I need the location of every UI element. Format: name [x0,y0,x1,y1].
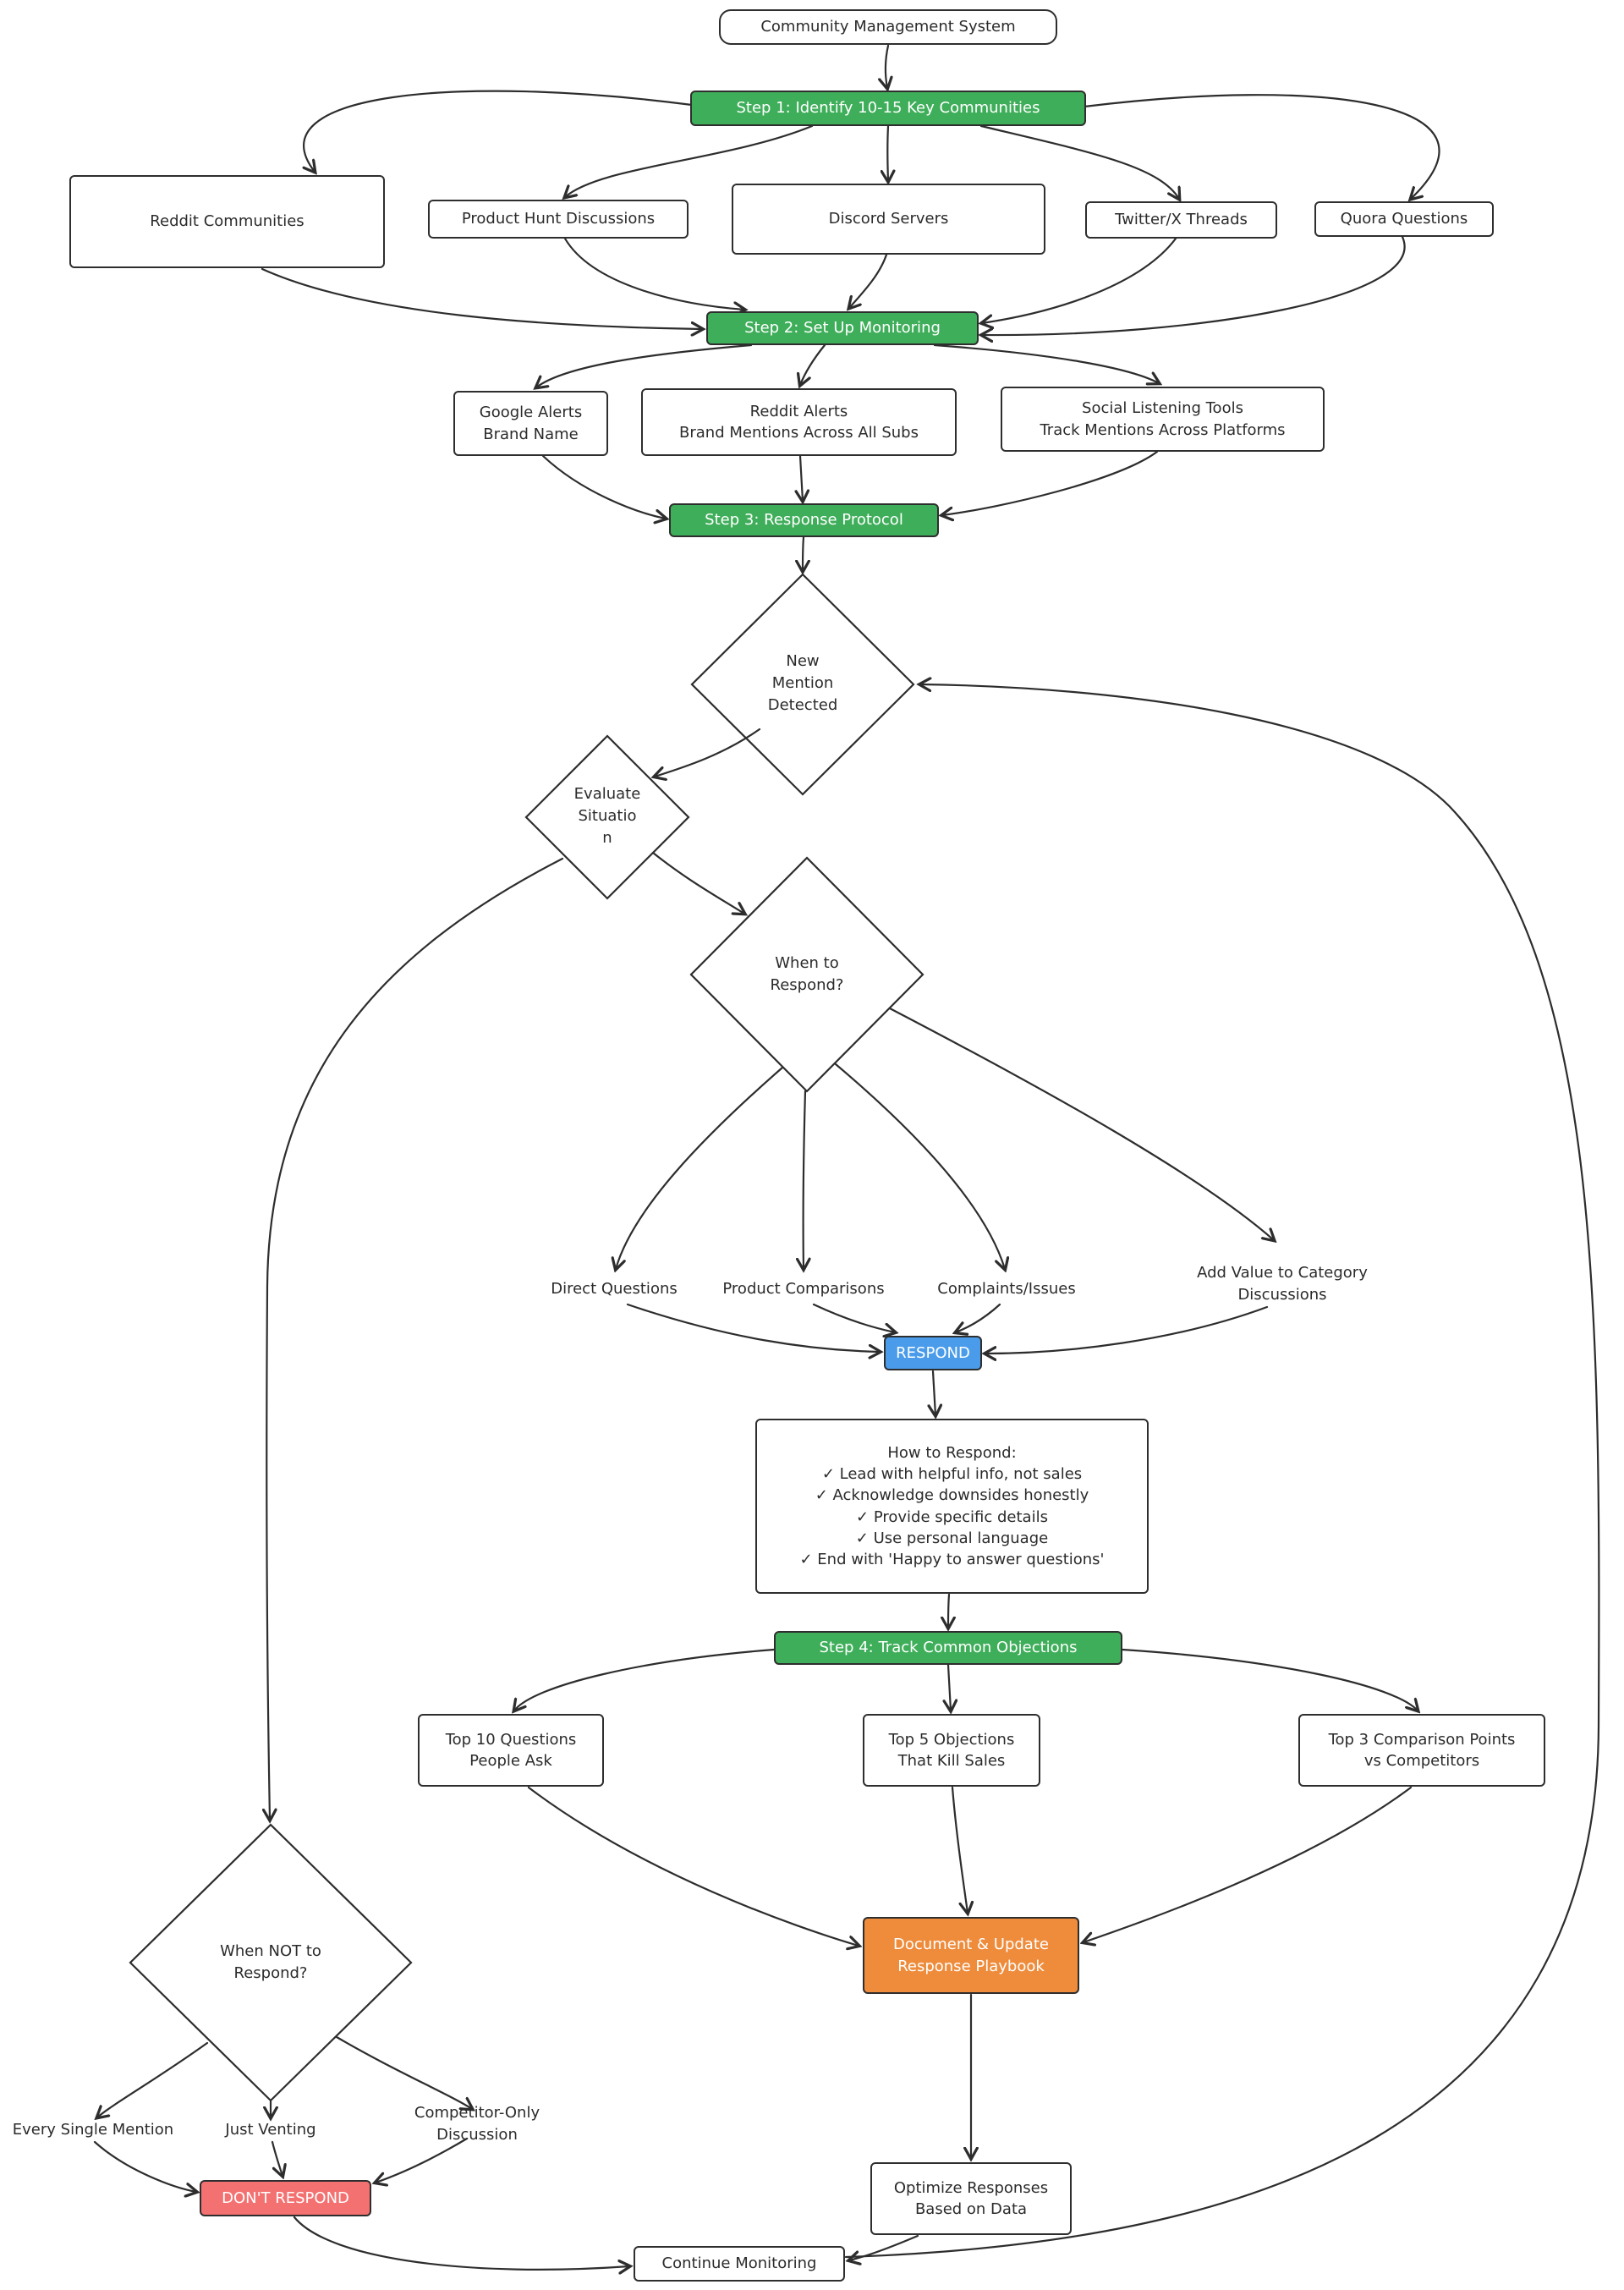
edge-step1-twitter [979,124,1179,199]
node-reddit-alerts: Reddit Alerts Brand Mentions Across All … [641,388,957,456]
edge-producthunt-step2 [563,237,744,310]
label-when-respond: When to Respond? [770,954,844,995]
edge-discord-step2 [849,253,888,308]
edge-title-step1 [886,44,888,88]
label-complaints: Complaints/Issues [937,1280,1076,1298]
node-twitter: Twitter/X Threads [1085,201,1277,239]
edge-step2-social [933,343,1159,383]
edge-reddit-step2 [261,267,702,329]
label-when-not: When NOT to Respond? [220,1942,321,1983]
edge-whenrespond-comparisons [804,1090,805,1269]
edge-respond-howto [933,1370,935,1415]
edge-redditalerts-step3 [800,454,803,501]
node-top10-questions: Top 10 Questions People Ask [418,1714,604,1787]
edge-whenrespond-addvalue [888,1007,1274,1240]
node-step2: Step 2: Set Up Monitoring [706,311,979,345]
edge-whennot-competitor [335,2035,472,2109]
how-to-title: How to Respond: [887,1443,1017,1462]
edge-venting-dontrespond [271,2140,283,2176]
how-to-item: ✓ Lead with helpful info, not sales [821,1465,1083,1484]
how-to-item: ✓ Acknowledge downsides honestly [815,1486,1089,1505]
edge-step1-discord [887,124,888,181]
edge-addvalue-respond [985,1305,1269,1354]
edge-competitor-dontrespond [376,2137,469,2183]
node-social-listening: Social Listening Tools Track Mentions Ac… [1001,387,1325,452]
edge-top3-playbook [1084,1786,1413,1942]
label-every-single-mention: Every Single Mention [12,2121,174,2139]
label-new-mention: New Mention Detected [767,652,838,715]
edge-step1-producthunt [565,124,814,197]
edge-twitter-step2 [982,237,1177,323]
label-evaluate: Evaluate Situatio n [573,785,641,848]
edge-top10-playbook [527,1786,859,1946]
edge-evaluate-whennot [266,857,564,1820]
how-to-item: ✓ End with 'Happy to answer questions' [799,1550,1105,1568]
node-step3: Step 3: Response Protocol [669,503,939,537]
edge-dontrespond-continue [293,2216,629,2270]
edge-whenrespond-direct [616,1066,784,1269]
node-respond: RESPOND [884,1336,982,1370]
node-optimize: Optimize Responses Based on Data [870,2162,1072,2235]
node-continue-monitoring: Continue Monitoring [634,2246,845,2282]
edge-social-step3 [942,450,1159,515]
edge-step2-redditalerts [800,343,826,385]
node-product-hunt: Product Hunt Discussions [428,200,689,239]
node-google-alerts: Google Alerts Brand Name [453,391,608,456]
edge-whenrespond-complaints [834,1063,1005,1269]
edge-google-step3 [541,454,666,519]
edge-step4-top3 [1121,1648,1418,1711]
edge-every-dontrespond [93,2140,196,2192]
edge-direct-respond [626,1303,880,1352]
edge-newmention-evaluate [655,728,761,777]
node-title: Community Management System [719,9,1057,45]
node-step4: Step 4: Track Common Objections [774,1631,1122,1665]
edge-continue-newmention-loop [844,684,1600,2259]
edge-complaints-respond [956,1303,1001,1332]
node-discord: Discord Servers [732,184,1045,255]
edge-step4-top5 [948,1663,951,1711]
label-product-comparisons: Product Comparisons [722,1280,885,1298]
label-just-venting: Just Venting [225,2121,316,2139]
edge-top5-playbook [951,1786,968,1913]
edge-howto-step4 [948,1593,949,1628]
label-add-value: Add Value to Category Discussions [1197,1264,1368,1304]
how-to-item: ✓ Provide specific details [856,1507,1048,1526]
diamond-when-respond [689,856,924,1093]
node-quora: Quora Questions [1314,201,1494,237]
edge-step4-top10 [514,1648,776,1711]
edge-quora-step2 [982,235,1406,335]
diamond-evaluate [524,734,690,900]
label-competitor-only: Competitor-Only Discussion [414,2104,540,2144]
edge-step2-google [536,343,753,387]
edge-comparisons-respond [812,1303,895,1332]
node-step1: Step 1: Identify 10-15 Key Communities [690,91,1086,126]
edge-step3-newmention [803,535,804,571]
node-dont-respond: DON'T RESPOND [200,2180,371,2216]
edge-whennot-every [97,2041,209,2117]
edge-evaluate-whenrespond [651,851,744,914]
label-direct-questions: Direct Questions [551,1280,678,1298]
node-top5-objections: Top 5 Objections That Kill Sales [863,1714,1040,1787]
edge-step1-reddit [304,90,694,172]
node-playbook: Document & Update Response Playbook [863,1917,1079,1994]
edge-optimize-continue [849,2234,919,2260]
node-top3-comparisons: Top 3 Comparison Points vs Competitors [1298,1714,1545,1787]
node-how-to-respond: How to Respond: ✓ Lead with helpful info… [755,1419,1149,1594]
how-to-item: ✓ Use personal language [855,1529,1049,1547]
node-reddit-communities: Reddit Communities [69,175,385,268]
edge-step1-quora [1083,94,1440,199]
diamond-new-mention [690,573,915,796]
